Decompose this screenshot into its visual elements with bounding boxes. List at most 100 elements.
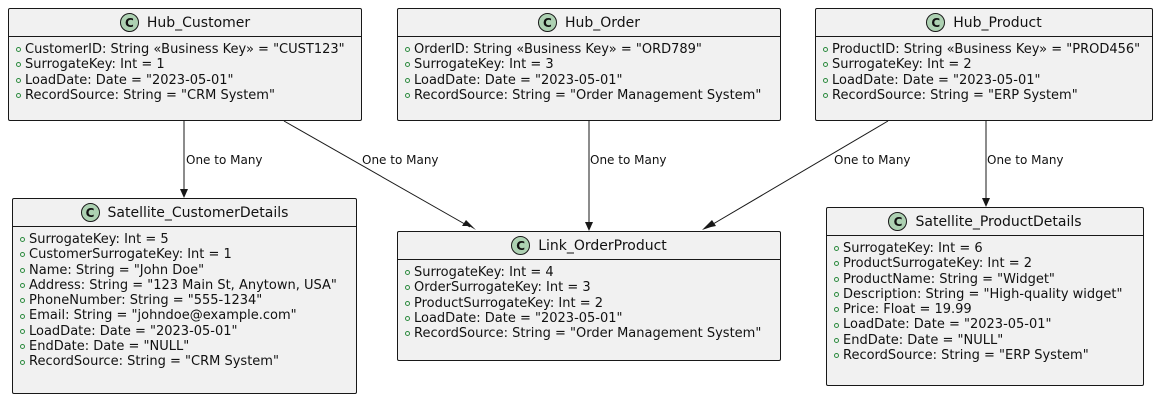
public-visibility-icon bbox=[20, 359, 25, 365]
attribute-row: CustomerID: String «Business Key» = "CUS… bbox=[16, 42, 361, 57]
attribute-text: LoadDate: Date = "2023-05-01" bbox=[832, 72, 1041, 88]
attribute-row: RecordSource: String = "ERP System" bbox=[834, 348, 1143, 363]
attribute-list: SurrogateKey: Int = 5 CustomerSurrogateK… bbox=[13, 227, 356, 374]
arrowhead-icon bbox=[462, 220, 476, 230]
attribute-text: LoadDate: Date = "2023-05-01" bbox=[29, 323, 238, 339]
class-name: Hub_Customer bbox=[146, 14, 251, 31]
class-header: C Link_OrderProduct bbox=[398, 232, 780, 260]
public-visibility-icon bbox=[834, 353, 839, 359]
attribute-row: LoadDate: Date = "2023-05-01" bbox=[405, 311, 780, 326]
attribute-row: RecordSource: String = "Order Management… bbox=[405, 88, 780, 103]
attribute-row: LoadDate: Date = "2023-05-01" bbox=[20, 324, 356, 339]
public-visibility-icon bbox=[16, 77, 21, 83]
class-header: C Satellite_ProductDetails bbox=[827, 208, 1143, 236]
class-hub-customer[interactable]: C Hub_Customer CustomerID: String «Busin… bbox=[8, 8, 362, 121]
attribute-text: LoadDate: Date = "2023-05-01" bbox=[414, 310, 623, 326]
attribute-list: ProductID: String «Business Key» = "PROD… bbox=[816, 37, 1152, 107]
class-c-icon: C bbox=[119, 13, 139, 32]
public-visibility-icon bbox=[20, 237, 25, 243]
attribute-text: RecordSource: String = "ERP System" bbox=[832, 87, 1078, 103]
attribute-row: RecordSource: String = "CRM System" bbox=[16, 88, 361, 103]
attribute-text: ProductName: String = "Widget" bbox=[843, 271, 1055, 287]
public-visibility-icon bbox=[405, 47, 410, 53]
public-visibility-icon bbox=[834, 307, 839, 313]
public-visibility-icon bbox=[405, 316, 410, 322]
attribute-text: Address: String = "123 Main St, Anytown,… bbox=[29, 277, 337, 293]
attribute-text: OrderSurrogateKey: Int = 3 bbox=[414, 280, 591, 296]
class-c-icon: C bbox=[888, 212, 908, 231]
arrowhead-icon bbox=[585, 222, 593, 231]
attribute-text: SurrogateKey: Int = 1 bbox=[25, 57, 165, 73]
attribute-text: CustomerSurrogateKey: Int = 1 bbox=[29, 247, 232, 263]
attribute-text: Description: String = "High-quality widg… bbox=[843, 286, 1123, 302]
class-name: Link_OrderProduct bbox=[538, 237, 667, 254]
attribute-list: SurrogateKey: Int = 4 OrderSurrogateKey:… bbox=[398, 260, 780, 345]
attribute-text: SurrogateKey: Int = 2 bbox=[832, 57, 972, 73]
attribute-text: SurrogateKey: Int = 3 bbox=[414, 57, 554, 73]
attribute-row: Email: String = "johndoe@example.com" bbox=[20, 308, 356, 323]
class-header: C Hub_Customer bbox=[9, 9, 361, 37]
class-satellite-customer-details[interactable]: C Satellite_CustomerDetails SurrogateKey… bbox=[12, 198, 357, 394]
public-visibility-icon bbox=[20, 344, 25, 350]
public-visibility-icon bbox=[405, 331, 410, 337]
attribute-row: ProductName: String = "Widget" bbox=[834, 272, 1143, 287]
public-visibility-icon bbox=[405, 285, 410, 291]
attribute-text: ProductID: String «Business Key» = "PROD… bbox=[832, 42, 1141, 57]
attribute-row: RecordSource: String = "Order Management… bbox=[405, 326, 780, 341]
attribute-row: Address: String = "123 Main St, Anytown,… bbox=[20, 278, 356, 293]
attribute-row: LoadDate: Date = "2023-05-01" bbox=[823, 73, 1152, 88]
public-visibility-icon bbox=[834, 322, 839, 328]
class-header: C Hub_Product bbox=[816, 9, 1152, 37]
attribute-row: LoadDate: Date = "2023-05-01" bbox=[405, 73, 780, 88]
class-name: Hub_Order bbox=[564, 14, 641, 31]
attribute-text: RecordSource: String = "Order Management… bbox=[414, 87, 762, 103]
attribute-text: EndDate: Date = "NULL" bbox=[843, 332, 1004, 348]
public-visibility-icon bbox=[823, 47, 828, 53]
class-link-order-product[interactable]: C Link_OrderProduct SurrogateKey: Int = … bbox=[397, 231, 781, 361]
attribute-text: LoadDate: Date = "2023-05-01" bbox=[414, 72, 623, 88]
attribute-row: Name: String = "John Doe" bbox=[20, 263, 356, 278]
public-visibility-icon bbox=[20, 313, 25, 319]
class-hub-order[interactable]: C Hub_Order OrderID: String «Business Ke… bbox=[397, 8, 781, 121]
attribute-text: SurrogateKey: Int = 6 bbox=[843, 241, 983, 256]
public-visibility-icon bbox=[405, 77, 410, 83]
edge-label: One to Many bbox=[362, 153, 439, 167]
public-visibility-icon bbox=[823, 93, 828, 99]
arrowhead-icon bbox=[982, 198, 990, 207]
class-satellite-product-details[interactable]: C Satellite_ProductDetails SurrogateKey:… bbox=[826, 207, 1144, 386]
public-visibility-icon bbox=[16, 93, 21, 99]
attribute-text: RecordSource: String = "ERP System" bbox=[843, 348, 1089, 364]
public-visibility-icon bbox=[405, 270, 410, 276]
edge-label: One to Many bbox=[987, 153, 1064, 167]
attribute-row: ProductSurrogateKey: Int = 2 bbox=[405, 296, 780, 311]
public-visibility-icon bbox=[20, 252, 25, 258]
class-c-icon: C bbox=[511, 236, 531, 255]
attribute-text: OrderID: String «Business Key» = "ORD789… bbox=[414, 42, 702, 57]
attribute-row: SurrogateKey: Int = 6 bbox=[834, 241, 1143, 256]
attribute-text: SurrogateKey: Int = 4 bbox=[414, 265, 554, 280]
attribute-list: OrderID: String «Business Key» = "ORD789… bbox=[398, 37, 780, 107]
public-visibility-icon bbox=[20, 283, 25, 289]
attribute-row: Description: String = "High-quality widg… bbox=[834, 287, 1143, 302]
class-name: Satellite_ProductDetails bbox=[915, 213, 1082, 230]
attribute-row: SurrogateKey: Int = 1 bbox=[16, 57, 361, 72]
public-visibility-icon bbox=[834, 246, 839, 252]
attribute-text: LoadDate: Date = "2023-05-01" bbox=[25, 72, 234, 88]
public-visibility-icon bbox=[20, 267, 25, 273]
edge-label: One to Many bbox=[834, 153, 911, 167]
class-hub-product[interactable]: C Hub_Product ProductID: String «Busines… bbox=[815, 8, 1153, 121]
arrowhead-icon bbox=[702, 220, 716, 230]
attribute-row: ProductID: String «Business Key» = "PROD… bbox=[823, 42, 1152, 57]
public-visibility-icon bbox=[405, 93, 410, 99]
attribute-list: CustomerID: String «Business Key» = "CUS… bbox=[9, 37, 361, 107]
attribute-row: CustomerSurrogateKey: Int = 1 bbox=[20, 247, 356, 262]
attribute-text: ProductSurrogateKey: Int = 2 bbox=[414, 295, 604, 311]
attribute-row: SurrogateKey: Int = 5 bbox=[20, 232, 356, 247]
attribute-row: OrderID: String «Business Key» = "ORD789… bbox=[405, 42, 780, 57]
attribute-row: SurrogateKey: Int = 2 bbox=[823, 57, 1152, 72]
attribute-row: RecordSource: String = "ERP System" bbox=[823, 88, 1152, 103]
edge-product-to-link bbox=[707, 120, 889, 228]
attribute-row: SurrogateKey: Int = 3 bbox=[405, 57, 780, 72]
attribute-text: Name: String = "John Doe" bbox=[29, 262, 205, 278]
public-visibility-icon bbox=[405, 62, 410, 68]
